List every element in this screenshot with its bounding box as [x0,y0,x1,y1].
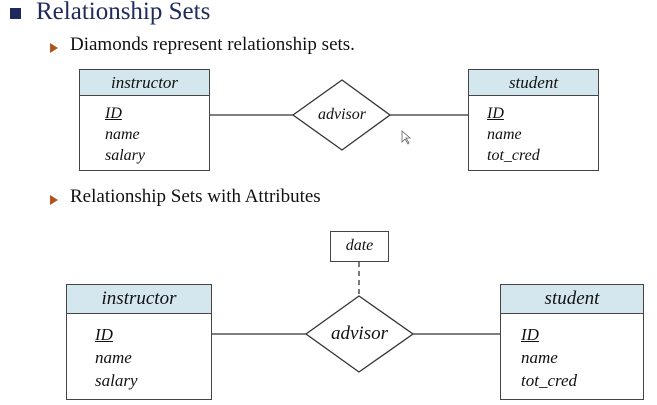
attribute: salary [105,147,145,164]
attribute: salary [95,371,138,390]
entity-name: instructor [80,70,209,96]
attribute: name [95,348,132,367]
attribute: tot_cred [487,147,540,164]
d2-instructor-entity: instructor ID name salary [66,284,212,400]
arrow-bullet-icon [50,43,58,53]
d2-relationship-diamond [304,295,415,373]
d2-relationship-label: advisor [331,323,388,344]
d1-student-entity: student ID name tot_cred [468,69,599,171]
d1-relationship-label: advisor [318,106,366,123]
attribute-primary-key: ID [487,105,504,122]
attribute: name [487,126,522,143]
title-bullet-square [10,8,21,19]
attribute: tot_cred [521,371,578,390]
d2-student-entity: student ID name tot_cred [500,284,644,400]
entity-name: instructor [67,285,211,314]
bullet-diamonds: Diamonds represent relationship sets. [70,34,355,55]
d1-instructor-entity: instructor ID name salary [79,69,210,171]
bullet-attributes: Relationship Sets with Attributes [70,186,321,207]
attribute-primary-key: ID [521,325,539,344]
attribute-primary-key: ID [105,105,122,122]
d1-relationship-diamond [291,79,392,151]
attribute: name [521,348,558,367]
attribute-primary-key: ID [95,325,113,344]
attribute: name [105,126,140,143]
mouse-cursor-icon [401,130,412,145]
entity-name: student [469,70,598,96]
d2-relationship-attribute-box: date [330,231,389,262]
arrow-bullet-icon [50,195,58,205]
entity-name: student [501,285,643,314]
slide-title: Relationship Sets [36,0,211,25]
